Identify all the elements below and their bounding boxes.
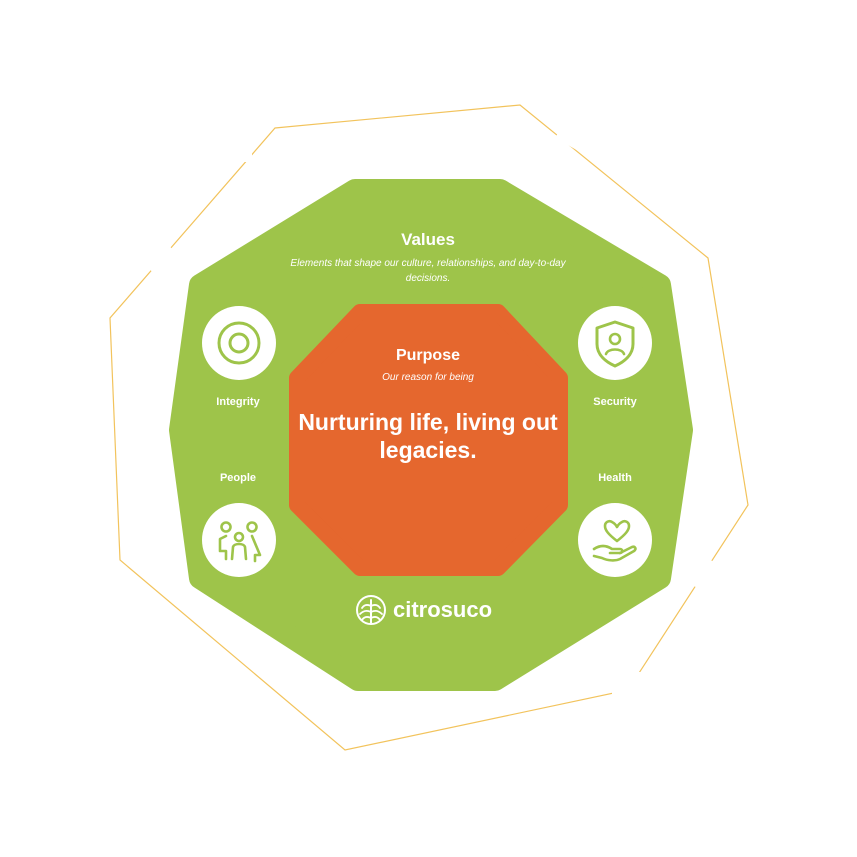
values-subtitle: Elements that shape our culture, relatio… [290,258,566,284]
brand-logo: citrosuco [355,592,492,628]
purpose-octagon [289,304,568,576]
values-title: Values [401,230,455,249]
integrity-label: Integrity [216,396,260,408]
purpose-title: Purpose [395,347,460,364]
brand-name: citrosuco [393,597,493,622]
family-icon [218,521,262,563]
health-badge [578,503,652,577]
security-label: Security [593,396,637,408]
health-label: Health [598,472,632,484]
leaf-logo-icon [356,595,386,625]
people-label: People [219,472,257,484]
target-icon [217,321,261,365]
purpose-subtitle: Our reason for being [382,372,474,383]
security-badge [578,306,652,380]
purpose-statement: Nurturing life, living out legacies. [298,409,558,463]
shield-person-icon [595,320,635,368]
people-badge [202,503,276,577]
integrity-badge [202,306,276,380]
hand-heart-icon [592,519,637,562]
